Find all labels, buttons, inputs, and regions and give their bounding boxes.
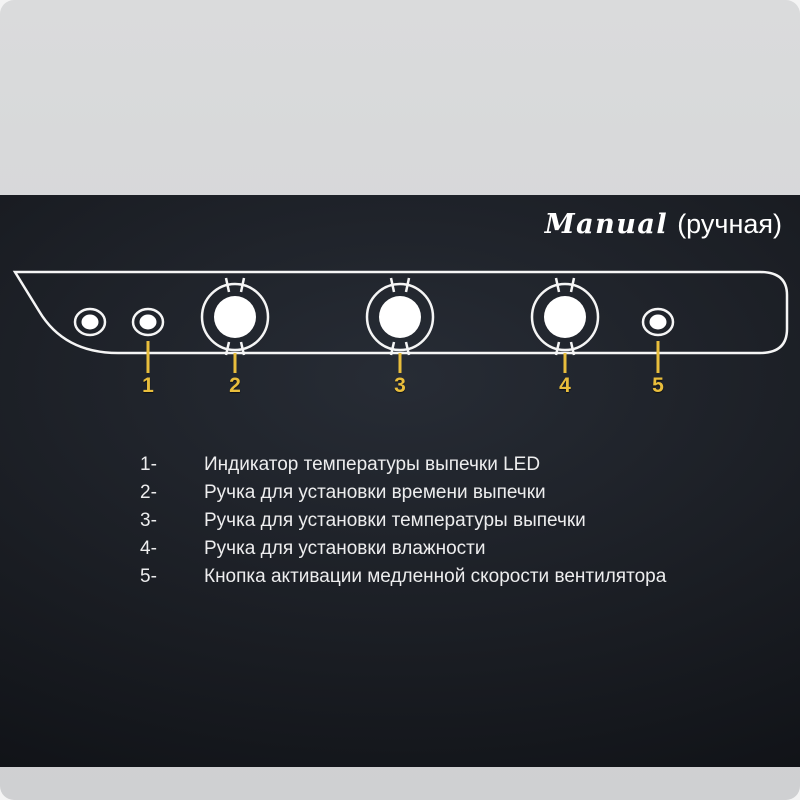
legend-item: 4- Ручка для установки влажности bbox=[140, 535, 760, 563]
section-title: Manual (ручная) bbox=[545, 209, 782, 240]
legend-item: 2- Ручка для установки времени выпечки bbox=[140, 479, 760, 507]
callout-number-3: 3 bbox=[394, 374, 406, 397]
legend-item: 3- Ручка для установки температуры выпеч… bbox=[140, 507, 760, 535]
legend-item: 1- Индикатор температуры выпечки LED bbox=[140, 451, 760, 479]
callout-leader-lines bbox=[146, 341, 660, 373]
legend-item-text: Ручка для установки времени выпечки bbox=[204, 482, 546, 503]
legend-item-number: 3- bbox=[140, 510, 157, 531]
control-panel-diagram bbox=[12, 270, 789, 373]
led-temperature-indicator-icon bbox=[131, 307, 165, 337]
time-knob-icon bbox=[200, 277, 270, 356]
legend-item-number: 2- bbox=[140, 482, 157, 503]
callout-number-1: 1 bbox=[142, 374, 154, 397]
legend-item-text: Ручка для установки температуры выпечки bbox=[204, 510, 586, 531]
indicator-light-icon bbox=[73, 307, 107, 337]
manual-dark-section: Manual (ручная) bbox=[0, 195, 800, 767]
fan-speed-button-icon bbox=[641, 307, 675, 337]
legend-item: 5- Кнопка активации медленной скорости в… bbox=[140, 563, 760, 591]
legend-item-text: Ручка для установки влажности bbox=[204, 538, 486, 559]
legend-item-number: 1- bbox=[140, 454, 157, 475]
callout-number-4: 4 bbox=[559, 374, 571, 397]
section-title-suffix: (ручная) bbox=[677, 209, 782, 239]
section-title-script: Manual bbox=[544, 209, 669, 240]
humidity-knob-icon bbox=[530, 277, 600, 356]
legend-item-number: 4- bbox=[140, 538, 157, 559]
legend-item-text: Индикатор температуры выпечки LED bbox=[204, 454, 541, 475]
legend-item-number: 5- bbox=[140, 566, 157, 587]
legend-list: 1- Индикатор температуры выпечки LED 2- … bbox=[140, 451, 760, 591]
callout-number-5: 5 bbox=[652, 374, 664, 397]
temperature-knob-icon bbox=[365, 277, 435, 356]
legend-item-text: Кнопка активации медленной скорости вент… bbox=[204, 566, 667, 587]
callout-number-2: 2 bbox=[229, 374, 241, 397]
panel-outline bbox=[12, 270, 789, 355]
